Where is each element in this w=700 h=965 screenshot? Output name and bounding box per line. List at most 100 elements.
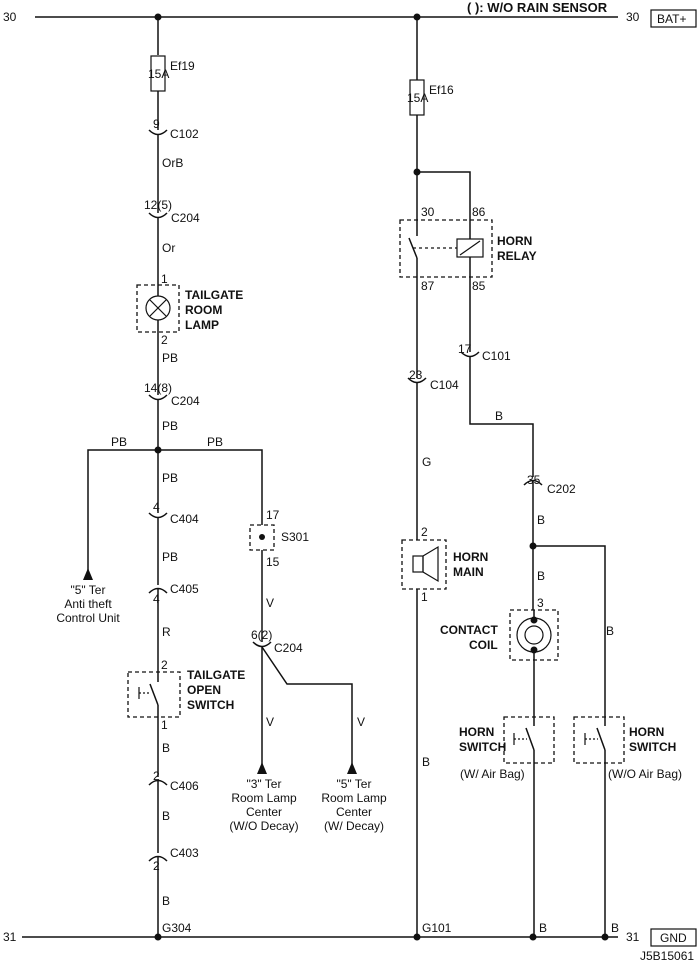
antitheft-line1: "5" Ter xyxy=(71,583,106,597)
roomlamp3-line2: Room Lamp xyxy=(231,791,297,805)
wire-color: PB xyxy=(162,419,178,433)
bus-label-left-31: 31 xyxy=(3,930,17,944)
ground-g304: G304 xyxy=(162,921,192,935)
fuse-ef19-name: Ef19 xyxy=(170,59,195,73)
connector-c204 xyxy=(148,212,168,219)
lamp-name-line3: LAMP xyxy=(185,318,219,332)
lamp-icon xyxy=(149,299,167,317)
roomlamp5-line1: "5" Ter xyxy=(337,777,372,791)
coil-name-line1: CONTACT xyxy=(440,623,498,637)
ground-g101: G101 xyxy=(422,921,452,935)
wire-color: PB xyxy=(207,435,223,449)
switch-pin-1: 1 xyxy=(161,718,168,732)
switch-pin-2: 2 xyxy=(161,658,168,672)
roomlamp5-line2: Room Lamp xyxy=(321,791,387,805)
s301-label: S301 xyxy=(281,530,309,544)
c406-pin: 2 xyxy=(153,769,160,783)
wire-color: V xyxy=(266,715,274,729)
wire xyxy=(158,449,263,525)
coil-pin-3: 3 xyxy=(537,596,544,610)
hs-noairbag-line1: HORN xyxy=(629,725,664,739)
connector-c104 xyxy=(407,377,427,384)
relay-name-line1: HORN xyxy=(497,234,532,248)
relay-pin-86: 86 xyxy=(472,205,486,219)
c204-label: C204 xyxy=(274,641,303,655)
horn-pin-2: 2 xyxy=(421,525,428,539)
tailgate-open-switch-box xyxy=(127,671,181,718)
splice-dot xyxy=(259,534,265,540)
c403-pin: 2 xyxy=(153,859,160,873)
bat-box-label: BAT+ xyxy=(657,12,686,26)
relay-pin-85: 85 xyxy=(472,279,486,293)
terminal-arrow-icon xyxy=(257,762,267,774)
switch-name-line1: TAILGATE xyxy=(187,668,245,682)
gnd-box-label: GND xyxy=(660,931,687,945)
splice-dot xyxy=(530,616,538,624)
horn-name-line1: HORN xyxy=(453,550,488,564)
lamp-name-line2: ROOM xyxy=(185,303,222,317)
c101-pin: 17 xyxy=(458,342,472,356)
wire-color: B xyxy=(606,624,614,638)
wire-color: B xyxy=(537,513,545,527)
wire-color: V xyxy=(266,596,274,610)
terminal-arrow-icon xyxy=(347,762,357,774)
switch-contact xyxy=(525,727,535,751)
fuse-ef16-rating: 15A xyxy=(407,91,428,105)
c202-pin: 35 xyxy=(527,473,541,487)
wire-color: B xyxy=(539,921,547,935)
roomlamp5-line4: (W/ Decay) xyxy=(324,819,384,833)
c403-label: C403 xyxy=(170,846,199,860)
c204-pin: 6(2) xyxy=(251,628,272,642)
wire xyxy=(469,357,534,477)
wire-color: B xyxy=(537,569,545,583)
wire-color: G xyxy=(422,455,431,469)
roomlamp3-line1: "3" Ter xyxy=(247,777,282,791)
wire-color: R xyxy=(162,625,171,639)
c404-pin: 4 xyxy=(153,500,160,514)
terminal-arrow-icon xyxy=(83,568,93,580)
horn-relay-box xyxy=(399,219,493,278)
wire-color: V xyxy=(357,715,365,729)
c404-label: C404 xyxy=(170,512,199,526)
hs-noairbag-line2: SWITCH xyxy=(629,740,676,754)
connector-c204 xyxy=(252,641,272,648)
fuse-ef16-name: Ef16 xyxy=(429,83,454,97)
connector-c102 xyxy=(148,129,168,136)
contact-coil-icon xyxy=(524,625,544,645)
horn-name-line2: MAIN xyxy=(453,565,484,579)
relay-name-line2: RELAY xyxy=(497,249,537,263)
c204-label: C204 xyxy=(171,211,200,225)
lamp-name-line1: TAILGATE xyxy=(185,288,243,302)
roomlamp5-line3: Center xyxy=(336,805,372,819)
connector-c202 xyxy=(523,479,543,486)
horn-switch-airbag-box xyxy=(503,716,555,764)
splice-dot xyxy=(529,933,537,941)
relay-pin-30: 30 xyxy=(421,205,435,219)
antitheft-line3: Control Unit xyxy=(56,611,120,625)
hs-noairbag-note: (W/O Air Bag) xyxy=(608,767,682,781)
diagram-code: J5B15061 xyxy=(640,949,694,963)
coil-name-line2: COIL xyxy=(469,638,498,652)
horn-pin-1: 1 xyxy=(421,590,428,604)
roomlamp3-line3: Center xyxy=(246,805,282,819)
gnd-box xyxy=(650,928,697,947)
lamp-pin-2: 2 xyxy=(161,333,168,347)
connector-c204 xyxy=(148,394,168,401)
bus-label-right-30: 30 xyxy=(626,10,640,24)
c405-pin: 4 xyxy=(153,592,160,606)
wire-color: B xyxy=(162,894,170,908)
wire xyxy=(533,545,606,717)
wire-color: PB xyxy=(162,471,178,485)
c102-pin: 9 xyxy=(153,117,160,131)
c204-pin: 14(8) xyxy=(144,381,172,395)
switch-contact xyxy=(596,727,606,751)
horn-switch-noairbag-box xyxy=(573,716,625,764)
bus-label-right-31: 31 xyxy=(626,930,640,944)
horn-main-box xyxy=(401,539,447,590)
wire xyxy=(87,449,158,570)
connector-c405 xyxy=(148,587,168,594)
c102-label: C102 xyxy=(170,127,199,141)
wire-color: PB xyxy=(162,550,178,564)
